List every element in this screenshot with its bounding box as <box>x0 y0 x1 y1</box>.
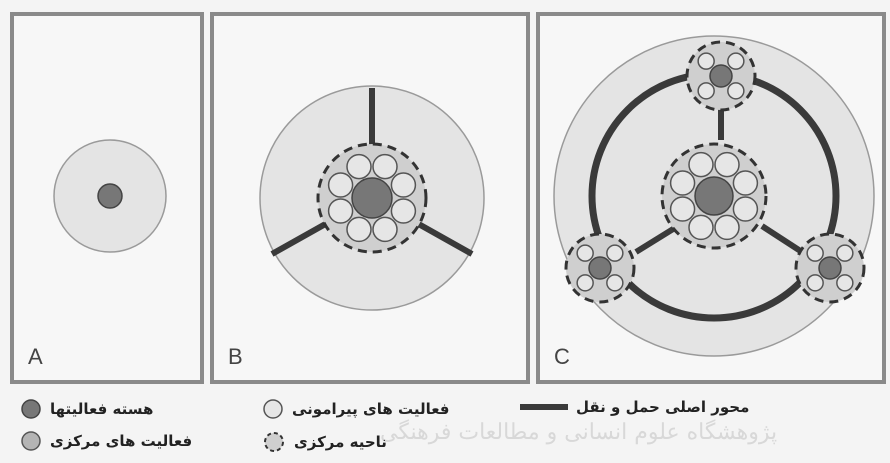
legend-label: هسته فعالیتها <box>50 400 154 418</box>
peripheral-node <box>346 216 372 243</box>
panel-label-b: B <box>228 344 243 369</box>
panel-a: A <box>10 12 204 384</box>
central-circle-icon <box>21 431 41 451</box>
peripheral-node <box>688 151 714 178</box>
peripheral-node <box>688 214 714 241</box>
core-node <box>709 64 733 88</box>
legend-item-peripheral: فعالیت های پیرامونی <box>262 398 450 420</box>
panel-label-a: A <box>28 344 43 369</box>
legend-label: فعالیت های مرکزی <box>50 432 193 450</box>
legend-label: محور اصلی حمل و نقل <box>576 398 750 416</box>
core-node <box>818 256 842 280</box>
dashed-circle-icon <box>264 432 284 452</box>
peripheral-node <box>390 198 417 224</box>
peripheral-node <box>732 196 759 222</box>
legend-item-transport-axis: محور اصلی حمل و نقل <box>520 398 749 416</box>
peripheral-node <box>727 52 745 70</box>
peripheral-node <box>372 216 398 243</box>
peripheral-node <box>836 274 854 292</box>
peripheral-node <box>606 274 624 292</box>
peripheral-node <box>714 214 740 241</box>
panel-b: B <box>210 12 530 384</box>
panel-b-diagram <box>259 85 485 311</box>
panel-a-diagram <box>53 139 167 253</box>
peripheral-circle-icon <box>263 399 283 419</box>
peripheral-node <box>697 52 715 70</box>
legend-item-central: فعالیت های مرکزی <box>20 430 192 452</box>
core-circle-icon <box>21 399 41 419</box>
peripheral-node <box>669 196 696 222</box>
watermark-text: پژوهشگاه علوم انسانی و مطالعات فرهنگی <box>380 420 778 445</box>
legend-item-core: هسته فعالیتها <box>20 398 153 420</box>
transport-axis <box>413 219 474 257</box>
core-node <box>588 256 612 280</box>
peripheral-node <box>697 82 715 100</box>
peripheral-node <box>727 82 745 100</box>
peripheral-node <box>669 170 696 196</box>
legend-label: ناحیه مرکزی <box>294 433 387 451</box>
peripheral-node <box>576 244 594 262</box>
legend-item-central-district: ناحیه مرکزی <box>262 430 387 454</box>
peripheral-node <box>327 172 354 198</box>
panel-label-c: C <box>554 344 570 369</box>
peripheral-node <box>327 198 354 224</box>
panel-c-diagram <box>553 35 875 357</box>
core-node <box>694 176 734 216</box>
transport-axis-icon <box>520 404 568 410</box>
peripheral-node <box>372 153 398 180</box>
peripheral-node <box>606 244 624 262</box>
core-node <box>351 177 393 219</box>
panel-c: C <box>536 12 886 384</box>
transport-axis <box>270 219 331 257</box>
transport-axis <box>760 223 804 255</box>
peripheral-activities <box>327 153 417 243</box>
peripheral-node <box>806 244 824 262</box>
peripheral-node <box>346 153 372 180</box>
peripheral-node <box>836 244 854 262</box>
legend-label: فعالیت های پیرامونی <box>292 400 450 418</box>
peripheral-node <box>806 274 824 292</box>
legend: محور اصلی حمل و نقل فعالیت های پیرامونی … <box>0 388 890 463</box>
peripheral-node <box>714 151 740 178</box>
peripheral-node <box>576 274 594 292</box>
peripheral-node <box>390 172 417 198</box>
transport-axis <box>634 223 680 255</box>
activity-clusters <box>564 40 866 304</box>
core-node <box>97 183 123 209</box>
peripheral-node <box>732 170 759 196</box>
